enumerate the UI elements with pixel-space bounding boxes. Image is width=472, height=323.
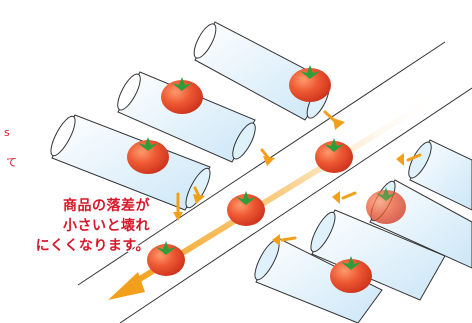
flow-arrow-icon [280, 236, 297, 242]
tomato-icon [161, 77, 203, 114]
tomatoes [127, 65, 406, 293]
callout-line-1: 商品の落差が [63, 198, 150, 214]
edge-text-top: s [4, 126, 10, 139]
tomato-icon [127, 137, 169, 174]
flow-arrow-icon [341, 191, 357, 200]
callout-line-2: 小さいと壊れ [63, 218, 150, 234]
tomato-icon [289, 65, 331, 102]
tomato-icon [315, 138, 353, 173]
callout-line-3: にくくなります。 [35, 238, 150, 254]
tomato-icon [147, 241, 185, 276]
tomato-icon [366, 187, 406, 224]
output-belt-right-3 [310, 209, 446, 301]
edge-text-bottom: て [6, 156, 17, 169]
feeder-belt-middle [117, 71, 256, 163]
callout-text: 商品の落差が 小さいと壊れ にくくなります。 [10, 196, 150, 256]
tomato-icon [330, 256, 372, 293]
tomato-icon [227, 191, 265, 226]
flow-arrow-icon [406, 153, 422, 162]
motion-arrow-heads [173, 118, 404, 246]
